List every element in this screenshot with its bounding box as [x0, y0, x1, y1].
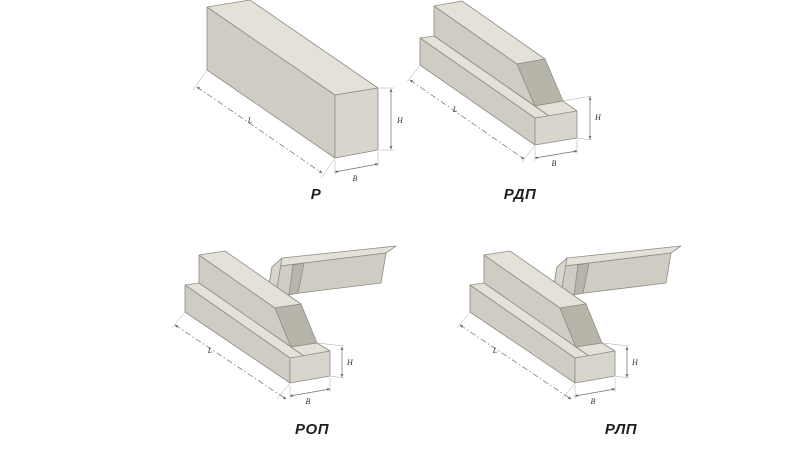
dim-label-length: L: [492, 346, 498, 355]
dimension-height: H: [380, 87, 404, 151]
extension-line: [521, 144, 536, 163]
figure-rop: L H B: [140, 243, 400, 415]
beam-end-face: [334, 87, 379, 159]
beam-main: [206, 0, 379, 159]
beam-illustration-rlp: L H B: [456, 245, 682, 406]
figure-label-rlp: РЛП: [604, 421, 638, 438]
dim-label-width: B: [353, 174, 358, 183]
dim-label-width: B: [306, 397, 311, 406]
notch-face: [288, 262, 305, 296]
dimension-length: L: [406, 64, 536, 163]
extension-line: [171, 311, 186, 329]
dim-label-height: H: [346, 358, 354, 367]
figure-label-r: Р: [310, 186, 322, 203]
beam-illustration-rdp: L H B: [406, 0, 602, 168]
dimension-line-b: [534, 150, 578, 159]
dimension-line-l: [174, 324, 287, 400]
dimension-line-l: [409, 79, 525, 160]
dimension-line-b: [574, 388, 616, 397]
extension-line: [329, 375, 345, 379]
beam-small: [551, 245, 682, 298]
dim-label-length: L: [207, 346, 213, 355]
dim-label-height: H: [594, 113, 602, 122]
extension-line: [320, 157, 336, 179]
dim-label-width: B: [552, 159, 557, 168]
beam-small: [266, 245, 397, 298]
dimension-line-l: [196, 86, 323, 174]
dimension-height: H: [316, 342, 354, 379]
dim-label-height: H: [396, 116, 404, 125]
figure-rdp: L H B: [405, 0, 615, 170]
extension-line: [601, 342, 630, 347]
dimension-line-b: [289, 388, 331, 397]
extension-line: [562, 95, 593, 102]
extension-line: [614, 375, 630, 379]
dimension-length: L: [456, 311, 576, 400]
dimension-height: H: [562, 95, 602, 141]
dimension-width: B: [574, 378, 616, 406]
dimension-length: L: [171, 311, 291, 400]
extension-line: [316, 342, 345, 347]
figure-label-rdp: РДП: [503, 186, 537, 203]
dimension-width: B: [534, 140, 578, 168]
beam-illustration-rop: L H B: [171, 245, 397, 406]
dim-label-length: L: [452, 105, 458, 114]
figure-rlp: L H B: [425, 243, 685, 415]
dimension-line-b: [334, 163, 379, 173]
extension-line: [276, 382, 291, 400]
extension-line: [406, 64, 421, 83]
dimension-height: H: [601, 342, 639, 379]
beam-main: [419, 0, 578, 146]
dim-label-height: H: [631, 358, 639, 367]
extension-line: [576, 137, 593, 141]
extension-line: [192, 69, 208, 91]
figure-label-rop: РОП: [295, 421, 329, 438]
extension-line: [456, 311, 471, 329]
dimension-width: B: [289, 378, 331, 406]
dim-label-width: B: [591, 397, 596, 406]
dimension-length: L: [192, 69, 336, 179]
figure-r: L H B: [170, 0, 410, 185]
dimension-width: B: [334, 152, 379, 183]
dimension-line-l: [459, 324, 572, 400]
notch-face: [573, 262, 590, 296]
dim-label-length: L: [247, 116, 253, 125]
extension-line: [561, 382, 576, 400]
beam-illustration-r: L H B: [192, 0, 404, 183]
